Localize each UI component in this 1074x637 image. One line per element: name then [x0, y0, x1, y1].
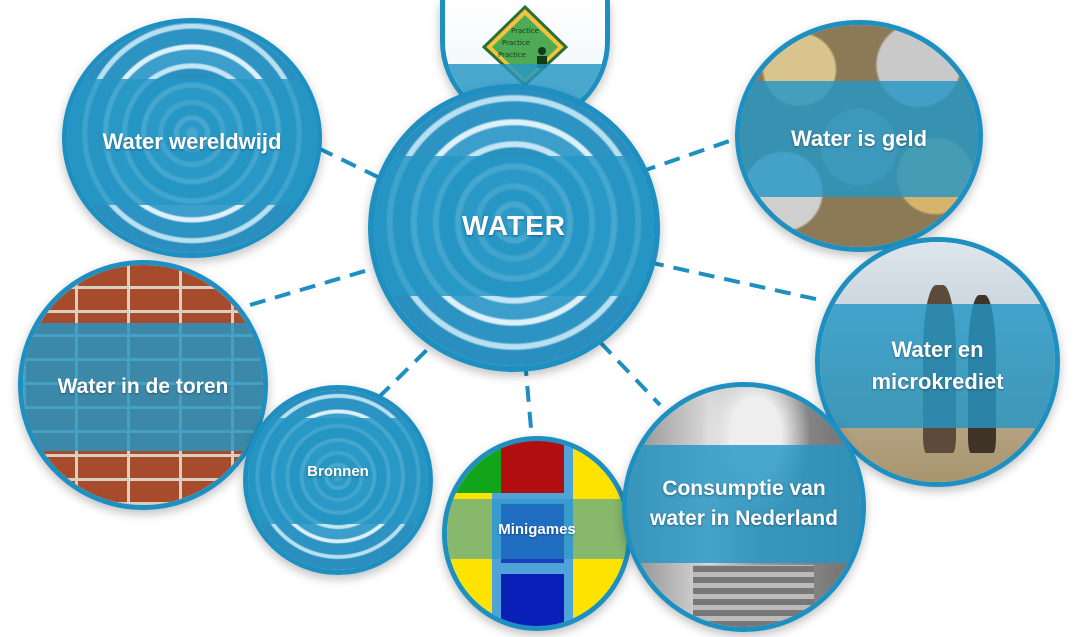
label-water-in-nederland: water in Nederland: [650, 507, 838, 530]
band-minigames: Minigames: [447, 499, 627, 559]
node-water-is-geld[interactable]: Water is geld: [735, 20, 983, 252]
label-water-in-de-toren: Water in de toren: [57, 375, 229, 398]
node-water-center[interactable]: WATER: [368, 84, 660, 372]
label-water-center: WATER: [461, 210, 567, 241]
node-minigames[interactable]: Minigames: [442, 436, 632, 631]
link-geld: [639, 136, 739, 174]
svg-text:Practice: Practice: [511, 27, 539, 35]
label-water-is-geld: Water is geld: [790, 126, 928, 151]
link-wereldwijd: [317, 146, 381, 180]
band-bronnen: Bronnen: [248, 418, 428, 524]
band-water-in-de-toren: Water in de toren: [23, 323, 263, 451]
band-water-center: WATER: [374, 156, 654, 296]
link-microkrediet: [647, 260, 821, 302]
node-bronnen[interactable]: Bronnen: [243, 385, 433, 575]
band-consumptie: Consumptie van water in Nederland: [627, 445, 861, 563]
label-water-en: Water en: [891, 337, 984, 362]
label-minigames: Minigames: [498, 520, 576, 538]
label-water-wereldwijd: Water wereldwijd: [102, 129, 282, 154]
node-consumptie[interactable]: Consumptie van water in Nederland: [622, 382, 866, 632]
label-consumptie-van: Consumptie van: [662, 477, 826, 500]
band-water-is-geld: Water is geld: [740, 81, 978, 197]
link-minigames: [523, 359, 534, 441]
label-bronnen: Bronnen: [307, 462, 369, 480]
svg-text:Practice: Practice: [498, 51, 526, 59]
band-water-wereldwijd: Water wereldwijd: [67, 79, 317, 205]
link-toren: [249, 266, 376, 307]
svg-text:Practice: Practice: [502, 39, 530, 47]
node-water-wereldwijd[interactable]: Water wereldwijd: [62, 18, 322, 258]
label-microkrediet: microkrediet: [871, 369, 1004, 394]
node-water-in-de-toren[interactable]: Water in de toren: [18, 260, 268, 510]
